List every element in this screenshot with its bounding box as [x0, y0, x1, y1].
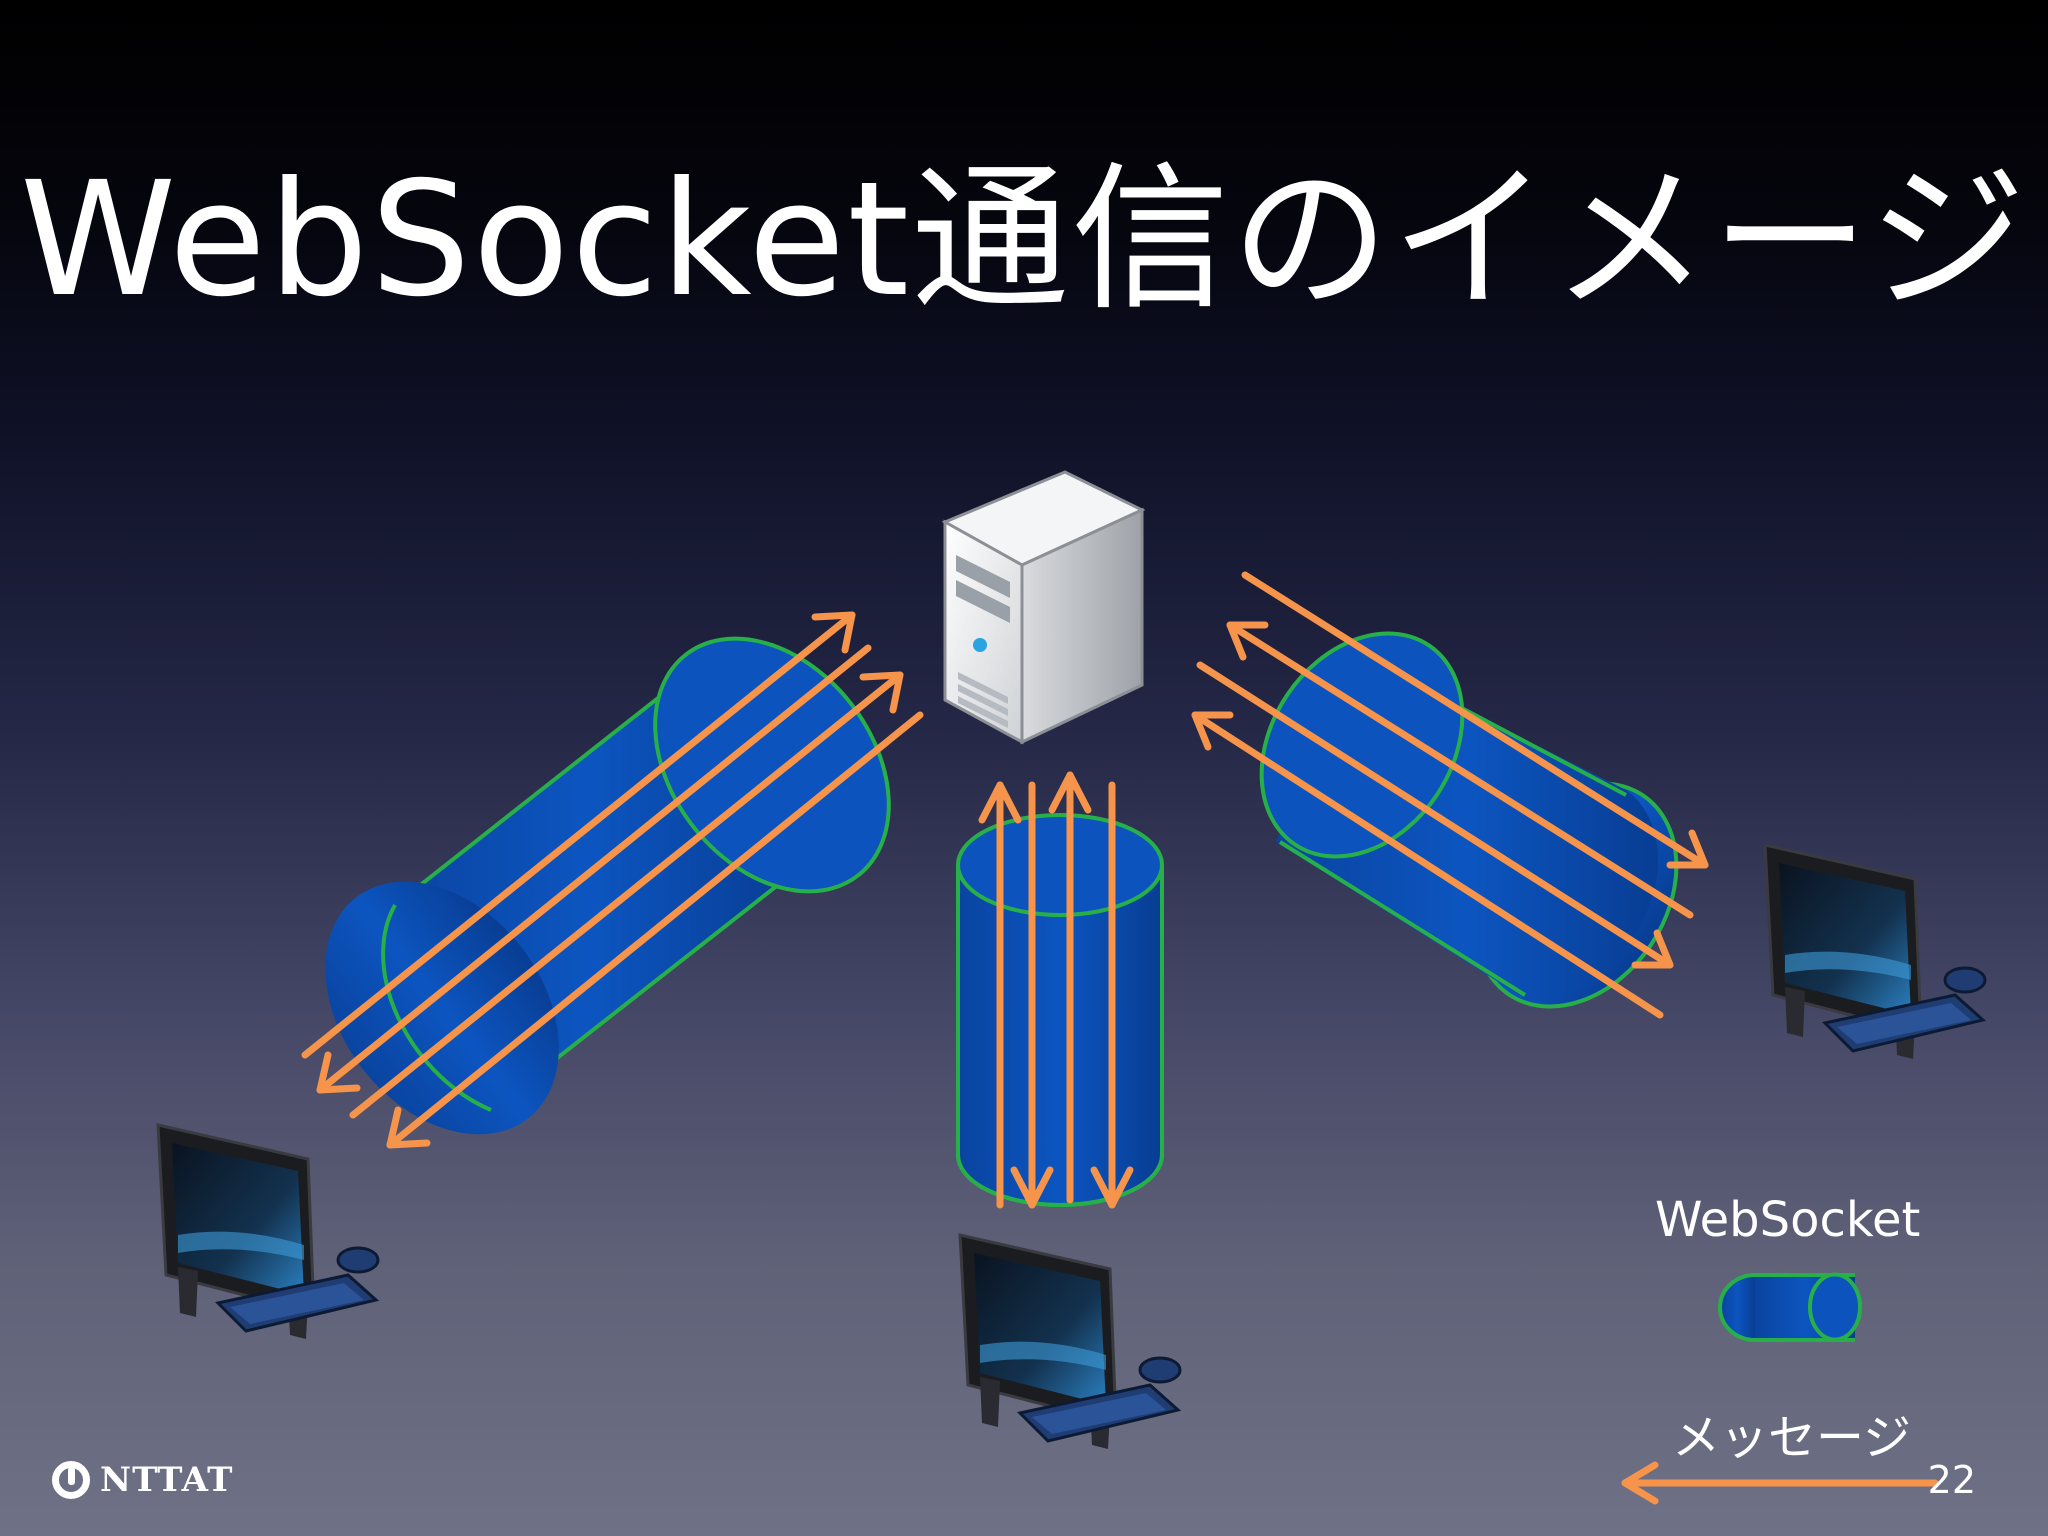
legend-websocket-tube-icon	[1718, 1272, 1862, 1342]
message-arrows-right	[1191, 571, 1709, 1019]
client-pc-icon-right	[1763, 843, 1987, 1061]
page-number: 22	[1927, 1458, 1976, 1502]
logo-icon	[52, 1461, 90, 1499]
client-pc-icon-center	[958, 1233, 1182, 1451]
message-arrows-center	[978, 771, 1134, 1209]
logo-text: NTTAT	[100, 1460, 234, 1500]
client-pc-icon-left	[156, 1123, 380, 1341]
company-logo: NTTAT	[52, 1460, 233, 1500]
slide-title: WebSocket通信のイメージ	[19, 148, 2029, 332]
websocket-tube-left	[325, 636, 891, 1135]
server-icon	[941, 470, 1146, 745]
legend-websocket-label: WebSocket	[1655, 1192, 1921, 1248]
message-arrows-left	[301, 611, 924, 1149]
legend-message-label: メッセージ	[1672, 1410, 1912, 1466]
websocket-tube-center	[956, 813, 1164, 1207]
legend-message-arrow-icon	[1621, 1461, 1939, 1505]
